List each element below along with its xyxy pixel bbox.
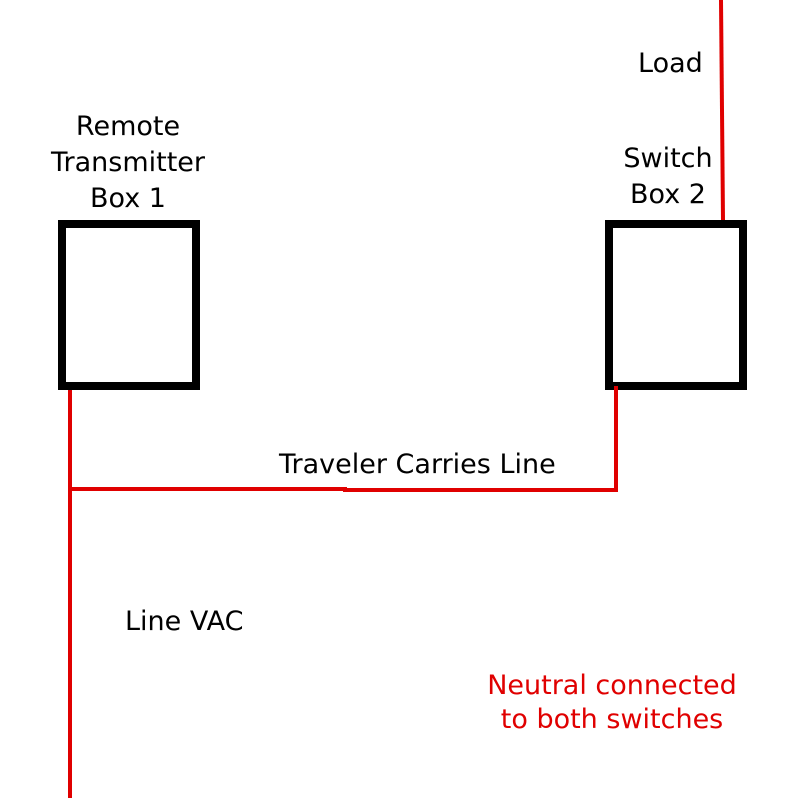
traveler-label: Traveler Carries Line xyxy=(279,449,556,480)
neutral-note-line-1: Neutral connected xyxy=(487,670,737,701)
box2-label: Switch Box 2 xyxy=(598,141,738,213)
load-label: Load xyxy=(638,48,703,79)
line-vac-label: Line VAC xyxy=(125,606,244,637)
box1-label-line-3: Box 1 xyxy=(90,183,166,214)
box2-label-line-2: Box 2 xyxy=(630,179,706,210)
box1-label: Remote Transmitter Box 1 xyxy=(38,109,218,217)
load-wire xyxy=(719,0,725,221)
box1-label-line-1: Remote xyxy=(75,111,181,142)
switch-box xyxy=(605,220,747,390)
neutral-note-line-2: to both switches xyxy=(500,704,724,735)
box1-label-line-2: Transmitter xyxy=(50,147,206,178)
neutral-note: Neutral connected to both switches xyxy=(462,669,762,737)
traveler-wire xyxy=(70,386,618,492)
remote-transmitter-box xyxy=(58,220,200,390)
box2-label-line-1: Switch xyxy=(623,143,713,174)
